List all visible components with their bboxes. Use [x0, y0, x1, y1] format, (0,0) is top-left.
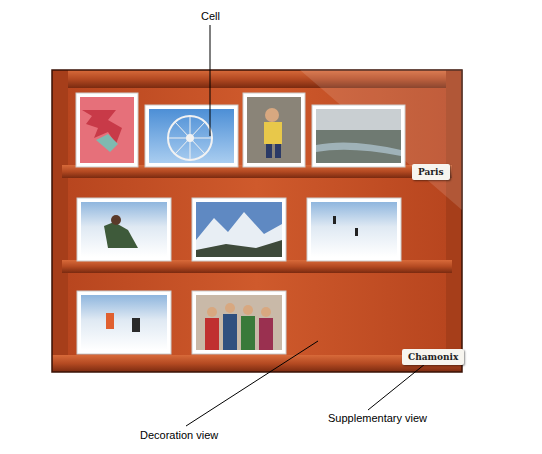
tag-text: Chamonix: [408, 351, 458, 363]
callout-label: Decoration view: [140, 429, 218, 442]
leader-line: [186, 341, 318, 426]
leader-line: [368, 364, 425, 410]
leader-line: [210, 25, 211, 136]
callout-label: Cell: [201, 10, 220, 23]
callout-label: Supplementary view: [328, 412, 427, 425]
label-tag: Chamonix: [402, 349, 464, 365]
tag-text: Paris: [418, 166, 444, 178]
label-tag: Paris: [412, 164, 450, 180]
